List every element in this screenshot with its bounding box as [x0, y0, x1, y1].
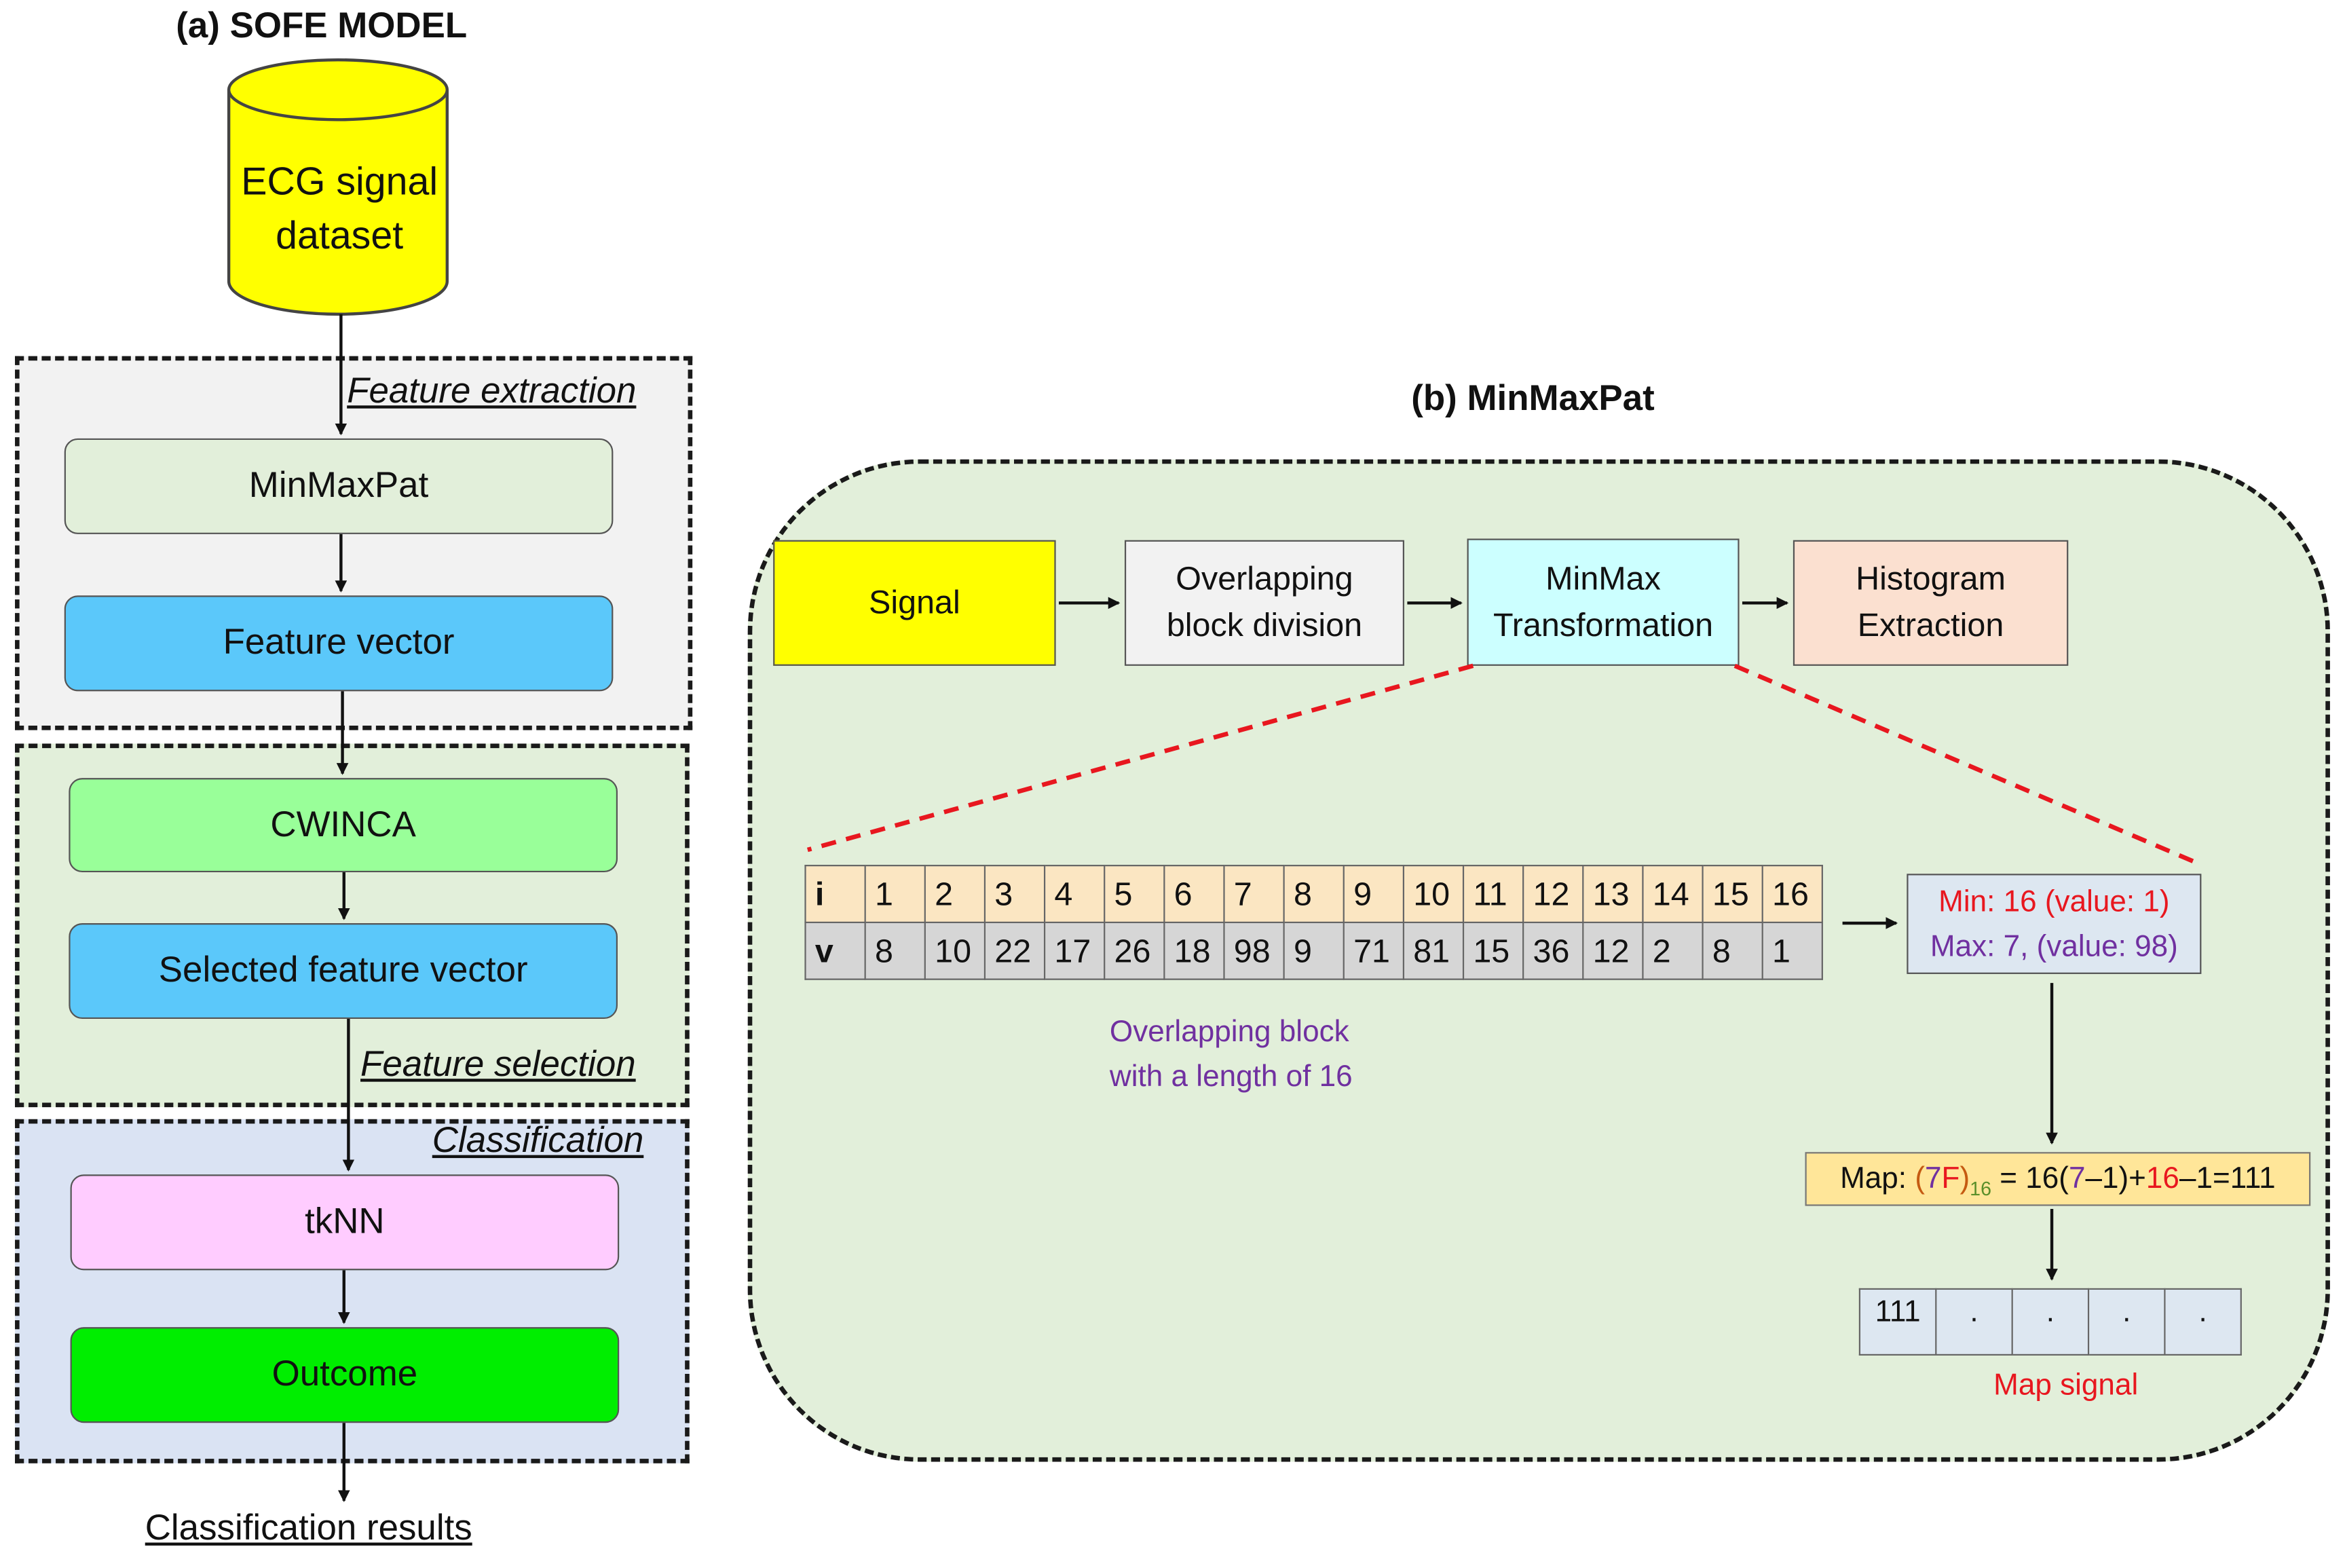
map-signal-cell: . [2164, 1288, 2242, 1356]
classification-results-label: Classification results [145, 1508, 472, 1549]
map-close-paren: ) [1959, 1162, 1970, 1196]
panel-b-title: (b) MinMaxPat [1411, 378, 1655, 419]
block-value-cell: 15 [1462, 921, 1524, 980]
map-eq: = 16( [1991, 1162, 2069, 1196]
outcome-box: Outcome [70, 1327, 620, 1423]
overlapping-block-division-box: Overlapping block division [1124, 540, 1404, 666]
block-value-cell: 2 [1642, 921, 1704, 980]
feature-vector-box: Feature vector [64, 595, 614, 692]
block-index-cell: 16 [1761, 865, 1823, 923]
signal-label: Signal [869, 582, 960, 620]
block-value-cell: 1 [1761, 921, 1823, 980]
block-value-cell: 12 [1582, 921, 1644, 980]
map-formula-box: Map: (7F)16 = 16(7–1)+16–1=111 [1805, 1152, 2311, 1206]
panel-a-title: (a) SOFE MODEL [176, 5, 468, 47]
feature-extraction-label: Feature extraction [347, 371, 637, 412]
map-signal-caption: Map signal [1993, 1368, 2139, 1402]
block-caption: Overlapping block with a length of 16 [1110, 1010, 1353, 1100]
block-index-cell: 5 [1104, 865, 1165, 923]
map-signal-cell: 111 [1858, 1288, 1937, 1356]
block-index-cell: 12 [1522, 865, 1584, 923]
block-index-cell: 6 [1163, 865, 1225, 923]
map-signal-table: 111.... [1858, 1288, 2242, 1356]
minmax-label-line1: MinMax [1545, 559, 1661, 597]
block-value-cell: 71 [1343, 921, 1404, 980]
block-index-cell: 3 [983, 865, 1046, 923]
map-tail: –1=111 [2179, 1162, 2276, 1196]
map-subscript: 16 [1970, 1177, 1992, 1200]
block-value-cell: 26 [1104, 921, 1165, 980]
map-signal-cell: . [2087, 1288, 2166, 1356]
database-label-line1: ECG signal [241, 158, 438, 204]
tknn-box: tkNN [70, 1174, 620, 1271]
feature-selection-label: Feature selection [360, 1044, 636, 1085]
block-value-cell: 8 [1702, 921, 1763, 980]
block-index-cell: 10 [1402, 865, 1465, 923]
map-seven-b: 7 [2068, 1162, 2086, 1196]
block-value-cell: 10 [924, 921, 986, 980]
block-value-cell: 22 [983, 921, 1046, 980]
block-value-cell: 81 [1402, 921, 1465, 980]
block-index-cell: 13 [1582, 865, 1644, 923]
cwinca-box: CWINCA [69, 778, 618, 873]
selected-feature-vector-box: Selected feature vector [69, 922, 618, 1020]
block-caption-line1: Overlapping block [1109, 1015, 1349, 1049]
map-signal-cell: . [2011, 1288, 2090, 1356]
block-value-cell: 17 [1043, 921, 1106, 980]
map-signal-cell: . [1935, 1288, 2013, 1356]
zoom-line-right [1733, 663, 2202, 867]
block-caption-line2: with a length of 16 [1109, 1060, 1353, 1094]
histogram-extraction-box: Histogram Extraction [1793, 540, 2069, 666]
map-prefix: Map: [1840, 1162, 1915, 1196]
block-value-cell: 98 [1223, 921, 1285, 980]
histogram-label-line2: Extraction [1857, 605, 2004, 643]
database-cylinder-icon [227, 58, 449, 316]
panel-a-arrows [335, 314, 355, 1503]
signal-box: Signal [773, 540, 1056, 666]
zoom-line-left [806, 663, 1474, 853]
row-v-label: v [804, 921, 866, 980]
block-index-cell: 8 [1283, 865, 1345, 923]
block-index-cell: 4 [1043, 865, 1106, 923]
block-value-cell: 9 [1283, 921, 1345, 980]
block-index-cell: 15 [1702, 865, 1763, 923]
map-open-paren: ( [1915, 1162, 1926, 1196]
overlap-label-line2: block division [1166, 605, 1363, 643]
min-value: Min: 16 (value: 1) [1938, 885, 2170, 919]
histogram-label-line1: Histogram [1856, 559, 2006, 597]
database-label: ECG signal dataset [225, 154, 455, 262]
map-seven: 7 [1925, 1162, 1942, 1196]
minmaxpat-box: MinMaxPat [64, 438, 614, 534]
block-index-cell: 7 [1223, 865, 1285, 923]
block-index-cell: 14 [1642, 865, 1704, 923]
minmax-transformation-box: MinMax Transformation [1467, 538, 1740, 666]
classification-label: Classification [432, 1120, 644, 1161]
minmax-label-line2: Transformation [1493, 605, 1714, 643]
map-f: F [1941, 1162, 1960, 1196]
row-i-label: i [804, 865, 866, 923]
block-index-cell: 11 [1462, 865, 1524, 923]
block-value-cell: 18 [1163, 921, 1225, 980]
minmax-result-box: Min: 16 (value: 1) Max: 7, (value: 98) [1907, 874, 2202, 974]
map-mid: –1)+ [2085, 1162, 2146, 1196]
block-value-cell: 36 [1522, 921, 1584, 980]
block-value-cell: 8 [864, 921, 926, 980]
block-index-cell: 1 [864, 865, 926, 923]
block-index-cell: 2 [924, 865, 986, 923]
database-label-line2: dataset [276, 212, 404, 258]
overlap-label-line1: Overlapping [1176, 559, 1353, 597]
block-index-cell: 9 [1343, 865, 1404, 923]
max-value: Max: 7, (value: 98) [1930, 931, 2178, 964]
map-sixteen: 16 [2145, 1162, 2179, 1196]
